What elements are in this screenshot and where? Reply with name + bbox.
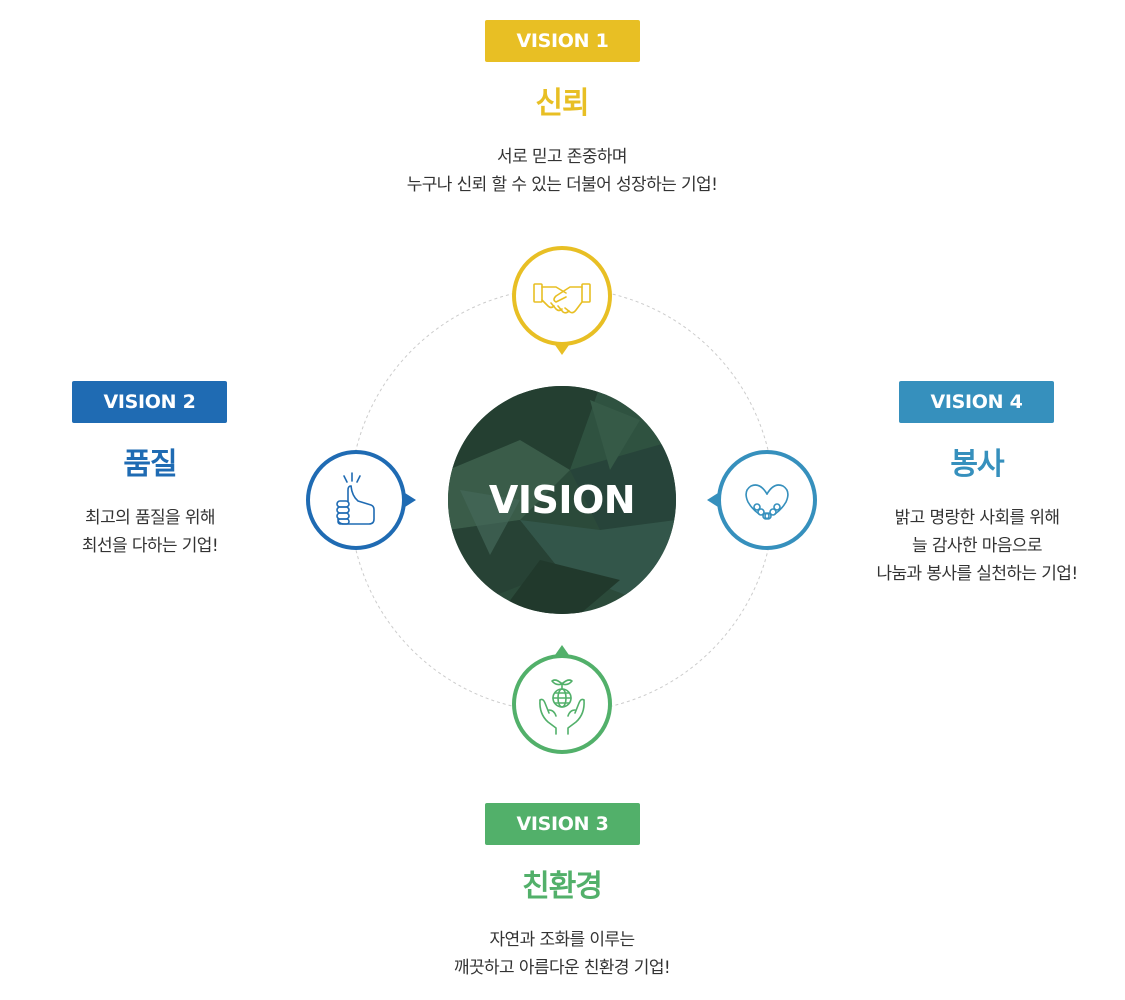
vision4-badge: VISION 4 [899,381,1054,423]
heart-hands-icon [745,484,789,520]
vision1-node [512,246,612,355]
handshake-icon [533,283,591,314]
vision2-line-2: 최선을 다하는 기업! [81,536,219,556]
vision2-title: 품질 [123,447,177,482]
vision4-description: 밝고 명랑한 사회를 위해 늘 감사한 마음으로 나눔과 봉사를 실천하는 기업… [797,504,1125,588]
vision3-description: 자연과 조화를 이루는 깨끗하고 아름다운 친환경 기업! [382,926,742,982]
vision2-badge: VISION 2 [72,381,227,423]
vision3-badge: VISION 3 [485,803,640,845]
vision3-title: 친환경 [522,869,603,904]
globe-sprout-hands-icon [539,679,585,735]
vision2-description: 최고의 품질을 위해 최선을 다하는 기업! [0,504,330,560]
vision1-line-2: 누구나 신뢰 할 수 있는 더불어 성장하는 기업! [406,175,718,195]
vision1-line-1: 서로 믿고 존중하며 [497,147,628,167]
vision3-line-1: 자연과 조화를 이루는 [489,930,636,950]
thumbs-up-icon [336,472,375,525]
vision2-node [306,450,416,550]
vision3-line-2: 깨끗하고 아름다운 친환경 기업! [453,958,671,978]
vision4-node [707,450,817,550]
vision1-title: 신뢰 [535,86,589,121]
vision1-description: 서로 믿고 존중하며 누구나 신뢰 할 수 있는 더불어 성장하는 기업! [382,143,742,199]
vision4-line-3: 나눔과 봉사를 실천하는 기업! [876,564,1078,584]
center-label: VISION [488,478,636,522]
vision4-line-2: 늘 감사한 마음으로 [912,536,1043,556]
vision4-line-1: 밝고 명랑한 사회를 위해 [894,508,1060,528]
vision4-title: 봉사 [950,447,1004,482]
vision2-line-1: 최고의 품질을 위해 [85,508,216,528]
vision3-node [512,645,612,754]
vision1-badge: VISION 1 [485,20,640,62]
